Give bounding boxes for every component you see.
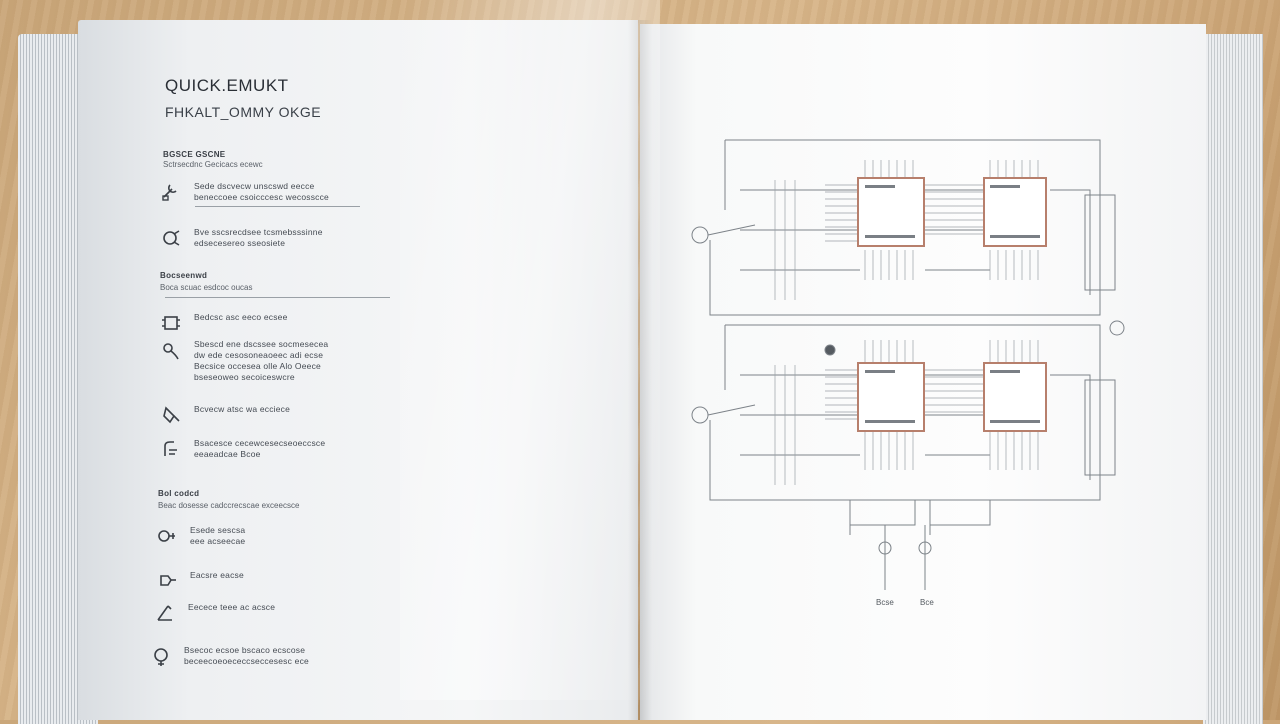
ic-chip — [857, 362, 925, 432]
meter-icon — [160, 438, 182, 460]
tool-icon — [160, 181, 182, 203]
solder-icon — [156, 570, 178, 592]
gear-icon — [150, 645, 172, 667]
list-item: Eecece teee ac acsce — [154, 602, 275, 624]
list-item: Eacsre eacse — [156, 570, 244, 592]
section-subheading: Boca scuac esdcoc oucas — [160, 283, 253, 292]
schematic-label: Bcse — [876, 598, 894, 607]
left-page — [78, 20, 638, 720]
chip-icon — [160, 312, 182, 334]
list-item: Bedcsc asc eeco ecsee — [160, 312, 288, 334]
ic-chip — [857, 177, 925, 247]
section-subheading: Beac dosesse cadccrecscae exceecsce — [158, 501, 300, 510]
fuse-icon — [156, 525, 178, 547]
section-heading: BGSCE GSCNE — [163, 150, 226, 159]
wire-icon — [160, 339, 182, 361]
circuit-schematic: Bcse Bce — [691, 139, 1125, 607]
page-title: QUICK.EMUKT — [165, 76, 289, 95]
page-subtitle: FHKALT_OMMY OKGE — [165, 104, 322, 120]
pen-icon — [154, 602, 176, 624]
divider — [165, 297, 390, 298]
ic-chip — [983, 362, 1047, 432]
section-heading: Bocseenwd — [160, 271, 208, 280]
section-subheading: Sctrsecdnc Gecicacs ecewc — [163, 160, 263, 169]
divider — [195, 206, 360, 207]
ic-chip — [983, 177, 1047, 247]
probe-icon — [160, 404, 182, 426]
section-heading: Bol codcd — [158, 489, 200, 498]
plug-icon — [160, 227, 182, 249]
schematic-label: Bce — [920, 598, 934, 607]
list-item: Bcvecw atsc wa ecciece — [160, 404, 290, 426]
book-gutter — [628, 20, 652, 720]
right-page-stack — [1203, 34, 1263, 724]
